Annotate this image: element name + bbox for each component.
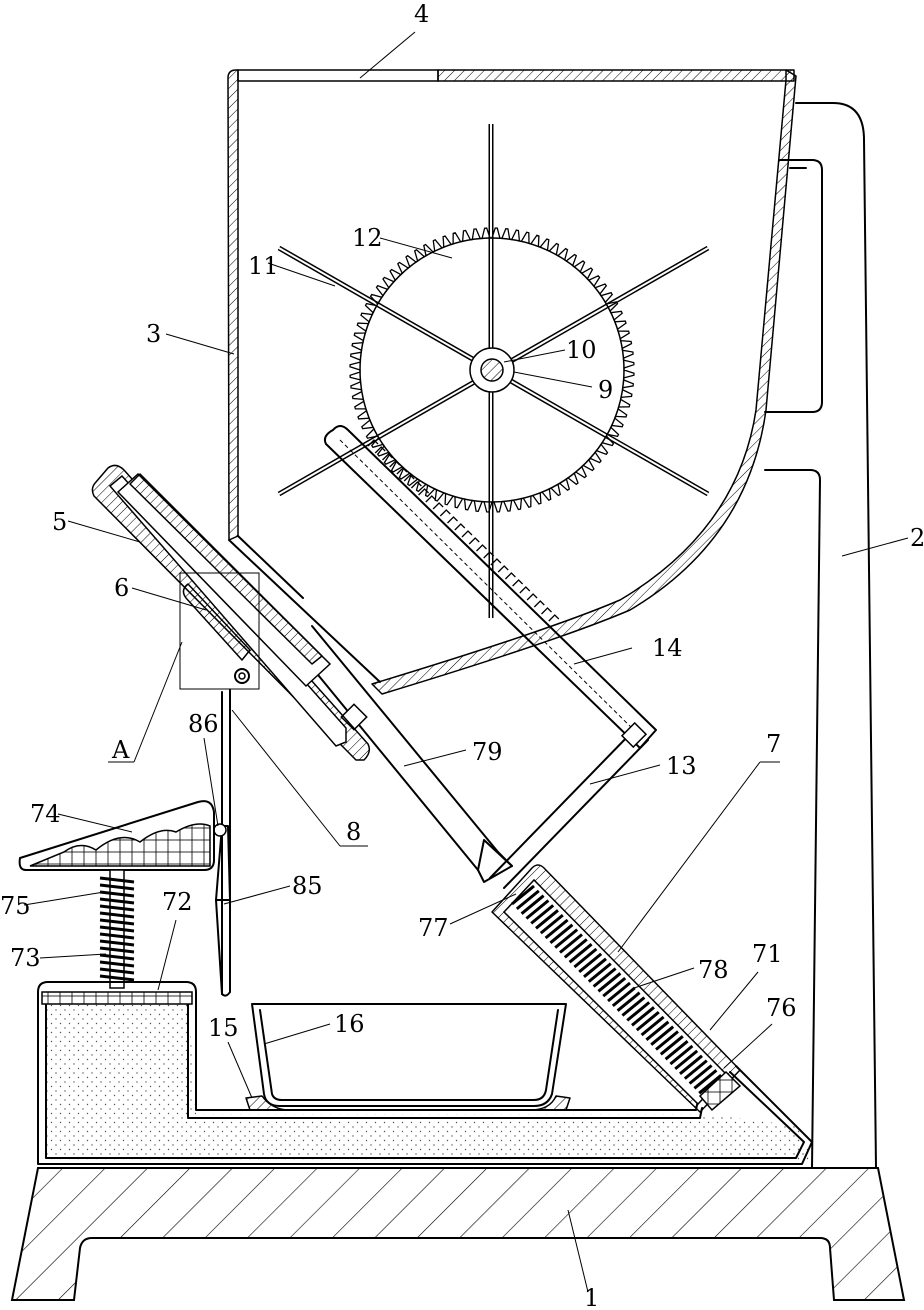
pedal-spring-coils	[100, 878, 134, 980]
part-label-3: 3	[146, 320, 161, 348]
part-label-10: 10	[566, 336, 597, 364]
part-label-79: 79	[472, 738, 503, 766]
part-label-9: 9	[598, 376, 613, 404]
part-label-1: 1	[584, 1284, 599, 1310]
part-label-76: 76	[766, 994, 797, 1022]
part-label-16: 16	[334, 1010, 365, 1038]
part-label-14: 14	[652, 634, 683, 662]
part-label-74: 74	[30, 800, 61, 828]
part-label-78: 78	[698, 956, 729, 984]
part-label-6: 6	[114, 574, 129, 602]
part-label-71: 71	[752, 940, 783, 968]
part-label-86: 86	[188, 710, 219, 738]
part-label-73: 73	[10, 944, 41, 972]
part-label-75: 75	[0, 892, 31, 920]
pedal-spring	[100, 870, 134, 988]
base	[12, 1168, 904, 1300]
bowl	[246, 1004, 570, 1110]
detail-label-a: A	[111, 736, 130, 764]
part-label-7: 7	[766, 730, 781, 758]
part-label-77: 77	[418, 914, 449, 942]
part-label-13: 13	[666, 752, 697, 780]
part-label-72: 72	[162, 888, 193, 916]
part-label-5: 5	[52, 508, 67, 536]
part-label-15: 15	[208, 1014, 239, 1042]
part-label-12: 12	[352, 224, 383, 252]
part-label-4: 4	[414, 0, 429, 28]
part-label-8: 8	[346, 818, 361, 846]
rack-teeth	[368, 440, 559, 621]
crushing-box	[492, 865, 740, 1112]
part-label-11: 11	[248, 252, 279, 280]
part-label-2: 2	[910, 524, 924, 552]
part-label-85: 85	[292, 872, 323, 900]
